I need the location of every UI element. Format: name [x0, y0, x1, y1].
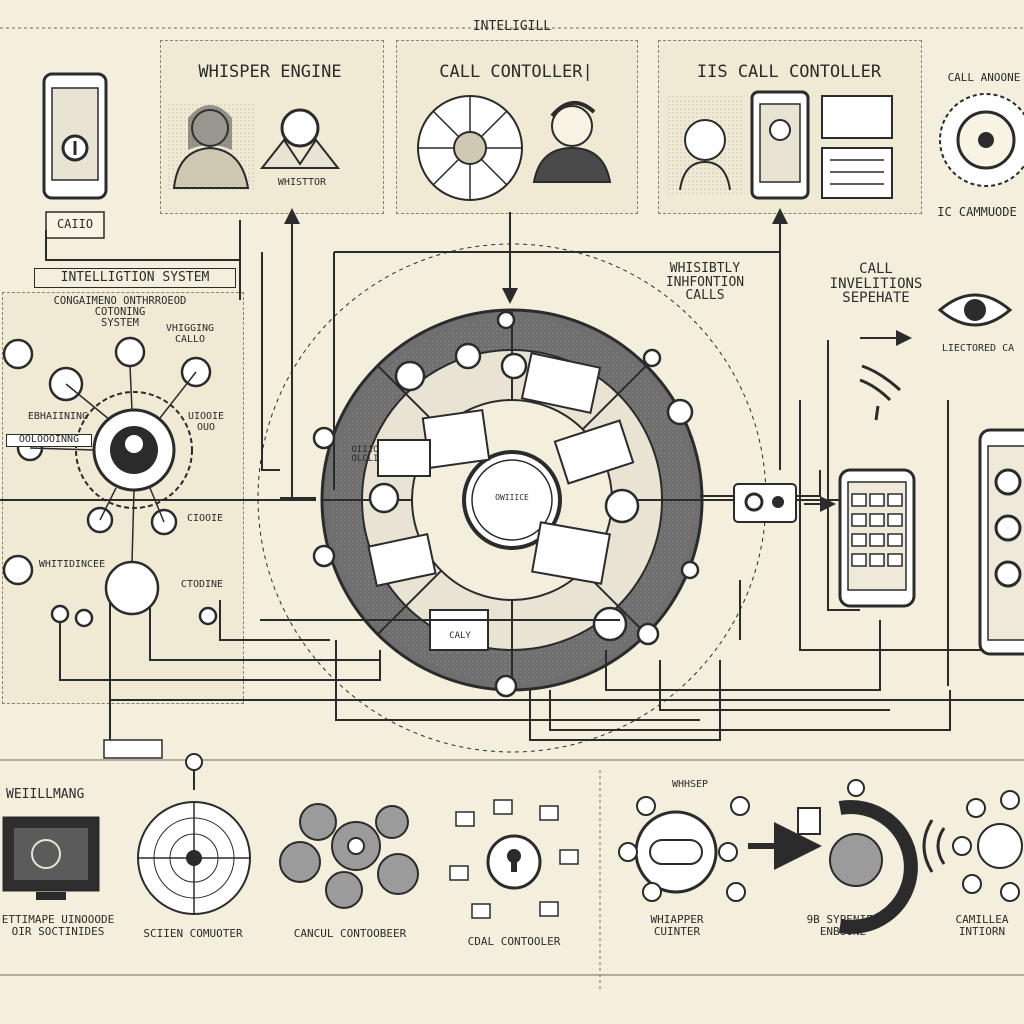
left-system-links: [29, 365, 197, 563]
left-label-6: CTODINE: [180, 579, 224, 590]
left-label-2: OOLOOOINNG: [6, 434, 92, 447]
bottom-item-3: CANCUL CONTOOBEER: [293, 927, 407, 940]
sound-waves-icon: [859, 364, 902, 421]
call-controller-title: CALL CONTOLLER|: [439, 62, 593, 82]
top-phone-label: CAIIO: [56, 217, 94, 231]
is-controller-screens-icon: [821, 95, 893, 199]
whisper-top-label: WHHSEP: [671, 779, 709, 790]
whisper-engine-title: WHISPER ENGINE: [198, 62, 342, 82]
call-anchor-caption: IC CAMMUODE: [937, 205, 1017, 219]
keypad-phone-icon: [838, 468, 916, 608]
wheel-segment-cards: [367, 352, 635, 651]
right-edge-phone-icon: [978, 428, 1024, 656]
is-controller-person-icon: [668, 94, 742, 194]
intelligence-system-title: INTELLIGTION SYSTEM: [34, 268, 236, 288]
connector-lines: [0, 212, 1024, 741]
bottom-item-7: CAMILLEA INTIORN: [955, 913, 1009, 938]
whisper-badge-icon: [259, 108, 341, 169]
network-node-icon: [922, 790, 1023, 902]
call-anchor-title: CALL ANOONE: [947, 71, 1021, 84]
header-title: INTELIGILL: [472, 19, 552, 34]
listened-calls-label: LIECTORED CA: [941, 343, 1015, 354]
bottom-item-1: ETTIMAPE UINOOODE OIR SOCTINIDES: [1, 913, 115, 938]
left-label-1: EBHAIINING: [27, 411, 89, 422]
arrows: [284, 208, 912, 870]
left-label-5: WHITIDINCEE: [38, 559, 106, 570]
top-phone-icon: [42, 72, 108, 239]
engine-globe-icon: [797, 779, 918, 934]
hub-label: OWIIICE: [495, 493, 529, 502]
is-call-controller-title: IIS CALL CONTOLLER: [696, 62, 882, 82]
wheel-rim-nodes: [312, 310, 700, 698]
segment-label-1: OIIIO OLCLI: [351, 445, 379, 465]
bottom-item-2: SCIIEN COMUOTER: [143, 927, 243, 940]
left-label-3: UIOOIE OUO: [187, 411, 225, 433]
call-anchor-icon: [939, 93, 1024, 187]
monitor-icon: [2, 816, 100, 900]
intelligence-system-subtitle: CONGAIMENO ONTHRROEOD COTONING SYSTEM: [53, 295, 187, 330]
whisper-counter-icon: [618, 796, 750, 902]
small-device-icon: [103, 739, 203, 790]
whisper-engine-people-icon: [166, 102, 256, 190]
eye-icon: [937, 293, 1013, 327]
left-label-4: CIOOIE: [186, 513, 224, 524]
frame-lines: [0, 27, 1024, 990]
whisper-engine-caption: WHISTTOR: [277, 177, 327, 188]
record-disc-icon: [137, 801, 251, 915]
is-controller-phone-icon: [750, 90, 810, 200]
call-controller-wheel-icon: [417, 95, 523, 201]
bottom-item-5: WHIAPPER CUINTER: [650, 913, 704, 938]
whigging-calls-label: VHIGGING CALLO: [165, 323, 215, 345]
bottom-item-4: CDAL CONTOOLER: [467, 935, 561, 948]
bottom-section-title: WEIILLMANG: [6, 787, 85, 802]
call-inventions-label: CALL INVELITIONS SEPEHATE: [829, 261, 923, 307]
segment-label-2: CALY: [449, 631, 471, 641]
right-connector-node: [733, 483, 797, 523]
whisper-info-label: WHISIBTLY INHFONTION CALLS: [665, 261, 745, 304]
gear-cluster-icon: [279, 803, 419, 909]
lock-network-icon: [449, 799, 579, 919]
bottom-item-6: 9B SYPENIEN ENBUONE: [806, 913, 880, 938]
call-controller-person-icon: [532, 101, 612, 183]
